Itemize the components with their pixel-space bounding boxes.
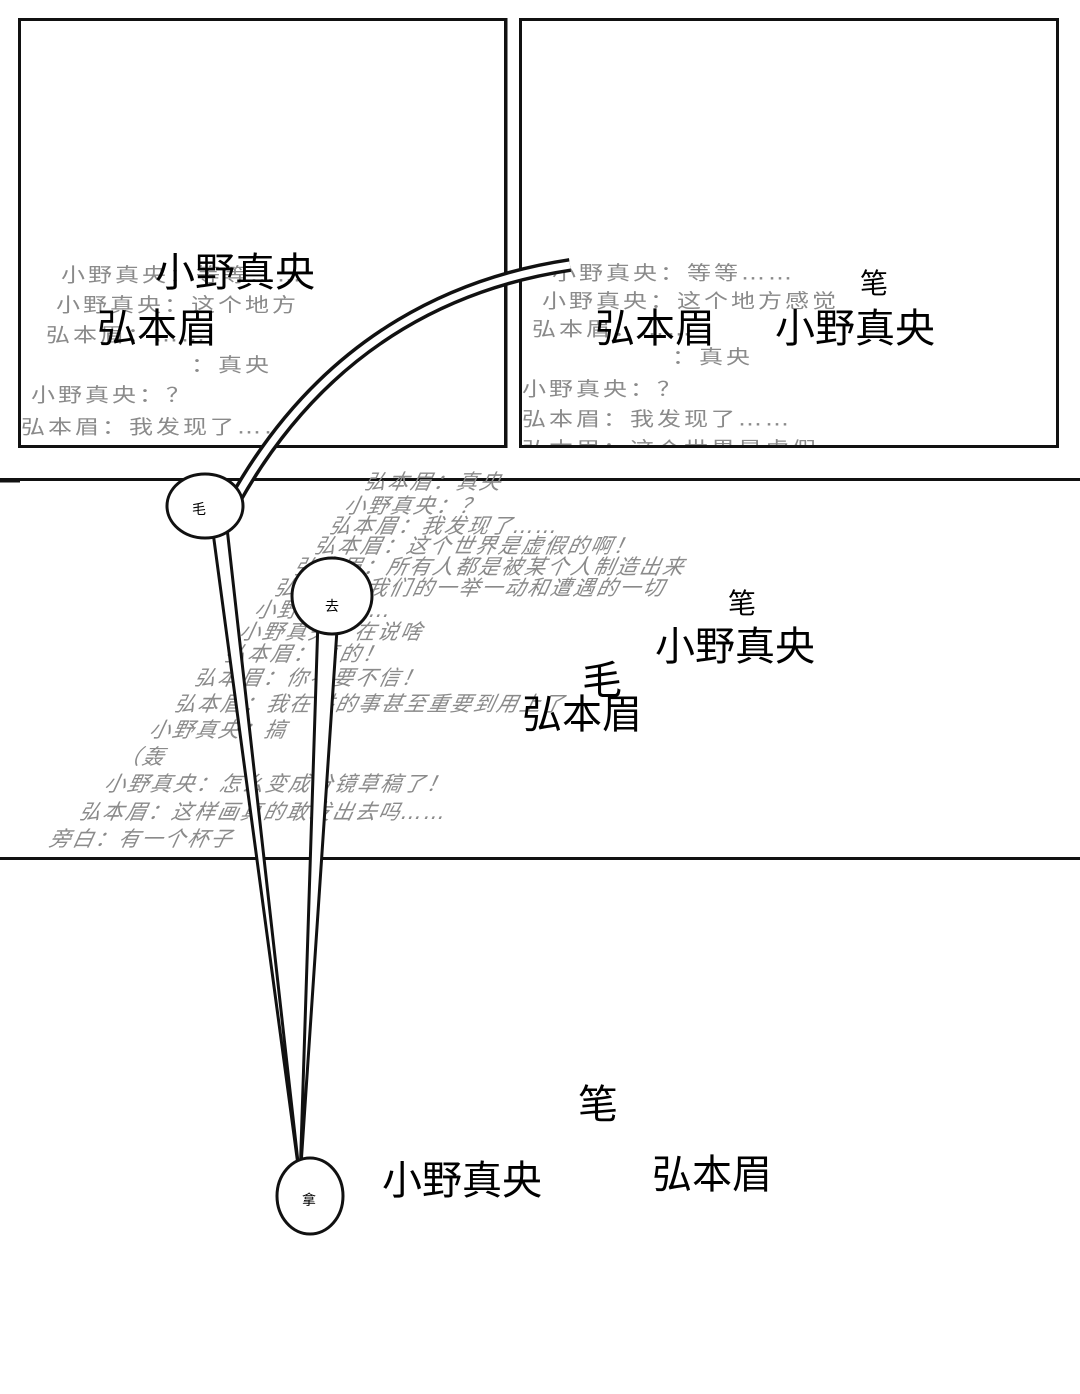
- dialogue-line: ：真央: [672, 345, 753, 369]
- dialogue-line: 小野真央：这个地方: [56, 293, 299, 317]
- dialogue-line: 小野真央：？: [522, 377, 684, 401]
- label-pen: 笔: [728, 587, 757, 620]
- dialogue-line: 小野真央：这个地方感觉: [542, 289, 839, 313]
- label-pen: 笔: [578, 1082, 618, 1128]
- dialogue-line: 弘本眉：我发现了……: [522, 407, 792, 431]
- speech-bulb-na: [275, 1156, 345, 1236]
- bulb-label-na: 拿: [302, 1193, 316, 1209]
- dialogue-line: 小野真央：？: [31, 383, 193, 407]
- dialogue-line: ：真央: [191, 353, 272, 377]
- label-hiro: 弘本眉: [522, 692, 642, 738]
- dialogue-line: 小野真央：等等……: [552, 261, 795, 285]
- label-brush: 毛: [582, 658, 622, 704]
- label-ono: 小野真央: [655, 624, 815, 670]
- speech-bulb-qu: [290, 556, 374, 636]
- label-hiro: 弘本眉: [97, 306, 217, 352]
- label-ono: 小野真央: [382, 1158, 542, 1204]
- label-ono: 小野真央: [775, 306, 935, 352]
- dialogue-line: 弘本眉：我发现了……: [21, 415, 291, 439]
- dialogue-line: 弘本眉：……: [532, 317, 694, 341]
- dialogue-line: 弘本眉：这个世界是虚假: [522, 433, 819, 445]
- dialogue-line: 弘本眉：……: [46, 323, 208, 347]
- label-ono: 小野真央: [155, 250, 315, 296]
- panel-top-left: 小野真央：等等…… 小野真央：这个地方 弘本眉：…… ：真央 小野真央：？ 弘本…: [18, 18, 507, 448]
- panel-border-top: [0, 478, 1080, 481]
- dialogue-line: 小野真央：等等……: [61, 263, 304, 287]
- label-pen: 笔: [860, 267, 889, 300]
- panel-border-bottom: [0, 857, 1080, 860]
- label-hiro: 弘本眉: [652, 1152, 772, 1198]
- panel-top-right: 小野真央：等等…… 小野真央：这个地方感觉 弘本眉：…… ：真央 小野真央：？ …: [519, 18, 1059, 448]
- bulb-label-qu: 去: [325, 599, 339, 615]
- bulb-label-mao: 毛: [192, 502, 206, 518]
- label-hiro: 弘本眉: [595, 306, 715, 352]
- speech-bulb-mao: [165, 472, 245, 540]
